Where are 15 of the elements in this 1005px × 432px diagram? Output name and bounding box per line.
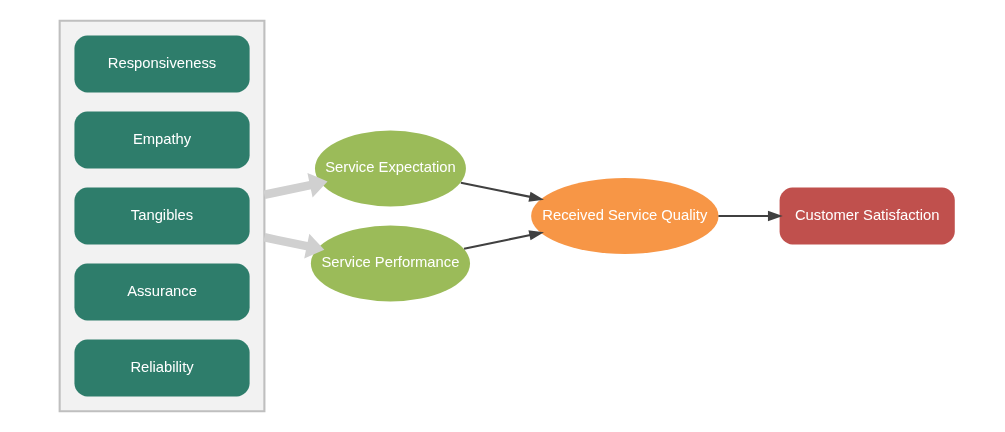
- arrow: [717, 210, 783, 222]
- node-ellipse: Service Expectation: [314, 130, 466, 207]
- arrow: [263, 172, 328, 199]
- node-box: Customer Satisfaction: [779, 187, 955, 245]
- cluster: [58, 19, 265, 413]
- arrow: [460, 181, 544, 202]
- node-ellipse: Received Service Quality: [530, 178, 719, 254]
- node-box: Tangibles: [73, 187, 250, 245]
- node-box: Assurance: [73, 263, 250, 321]
- arrow: [463, 230, 544, 250]
- node-box: Reliability: [73, 339, 250, 397]
- node-box: Empathy: [73, 111, 250, 169]
- arrow: [263, 233, 324, 259]
- node-ellipse: Service Performance: [310, 225, 470, 302]
- node-box: Responsiveness: [73, 35, 250, 93]
